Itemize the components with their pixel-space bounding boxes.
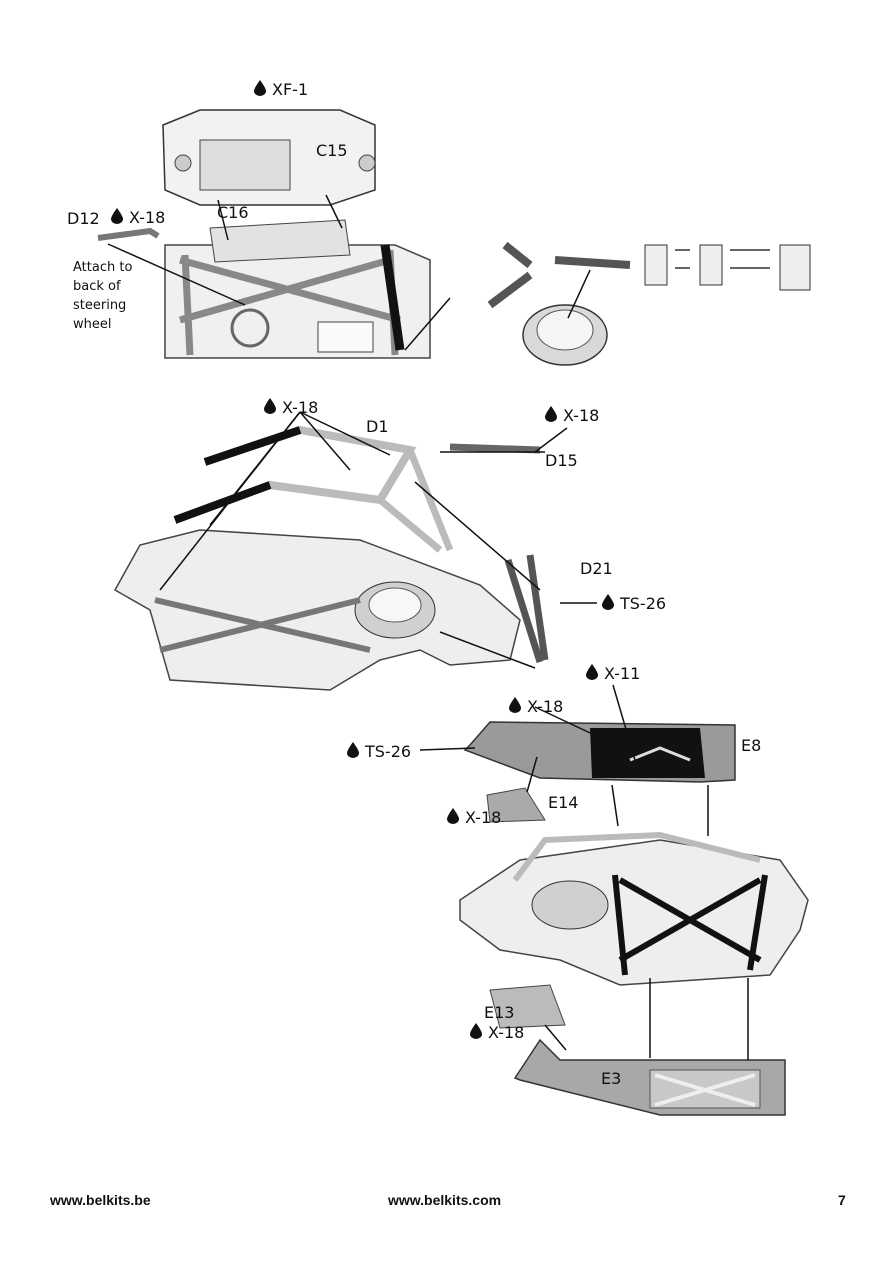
part-label-d12: D12 bbox=[67, 209, 100, 228]
paint-label-x18-d15: X-18 bbox=[545, 406, 599, 425]
paint-drop-icon bbox=[470, 1023, 482, 1039]
part-label-e13: E13 bbox=[484, 1003, 515, 1022]
paint-label-x18-rollcage: X-18 bbox=[264, 398, 318, 417]
paint-label-x18-e14: X-18 bbox=[447, 808, 501, 827]
part-label-d21: D21 bbox=[580, 559, 613, 578]
part-label-d15: D15 bbox=[545, 451, 578, 470]
page-number: 7 bbox=[838, 1192, 846, 1208]
part-label-c15: C15 bbox=[316, 141, 348, 160]
footer-website-be[interactable]: www.belkits.be bbox=[50, 1192, 151, 1208]
panel-e8-drawing bbox=[463, 721, 736, 783]
interior-drawing-step1 bbox=[97, 194, 451, 359]
panel-e14-drawing bbox=[486, 787, 546, 823]
paint-drop-icon bbox=[111, 208, 123, 224]
paint-drop-icon bbox=[509, 697, 521, 713]
paint-drop-icon bbox=[602, 594, 614, 610]
paint-label-ts26-e8: TS-26 bbox=[347, 742, 411, 761]
part-label-d1: D1 bbox=[366, 417, 389, 436]
paint-label-xf1: XF-1 bbox=[254, 80, 308, 99]
paint-label-x18-e13: X-18 bbox=[470, 1023, 524, 1042]
paint-drop-icon bbox=[545, 406, 557, 422]
paint-label-ts26-d21: TS-26 bbox=[602, 594, 666, 613]
paint-label-x18-d12: X-18 bbox=[111, 208, 165, 227]
step3-arrows bbox=[419, 684, 749, 1060]
dashboard-c15-drawing bbox=[162, 109, 376, 206]
car-body-step2-drawing bbox=[113, 529, 549, 691]
paint-drop-icon bbox=[586, 664, 598, 680]
car-body-step3-drawing bbox=[459, 831, 809, 986]
paint-label-x11: X-11 bbox=[586, 664, 640, 683]
part-label-e14: E14 bbox=[548, 793, 579, 812]
paint-drop-icon bbox=[347, 742, 359, 758]
paint-drop-icon bbox=[447, 808, 459, 824]
part-label-e8: E8 bbox=[741, 736, 762, 755]
paint-label-x18-e8: X-18 bbox=[509, 697, 563, 716]
footer-website-com[interactable]: www.belkits.com bbox=[388, 1192, 502, 1208]
attach-steering-note: Attach to back of steering wheel bbox=[73, 260, 133, 332]
panel-e3-drawing bbox=[513, 1038, 786, 1116]
spare-wheel-strap-drawing bbox=[487, 241, 811, 366]
step2-leader-lines bbox=[159, 411, 597, 669]
paint-drop-icon bbox=[264, 398, 276, 414]
rollcage-d1-drawing bbox=[173, 425, 541, 553]
part-label-e3: E3 bbox=[601, 1069, 622, 1088]
part-label-c16: C16 bbox=[217, 203, 249, 222]
panel-e13-drawing bbox=[489, 984, 566, 1029]
paint-drop-icon bbox=[254, 80, 266, 96]
